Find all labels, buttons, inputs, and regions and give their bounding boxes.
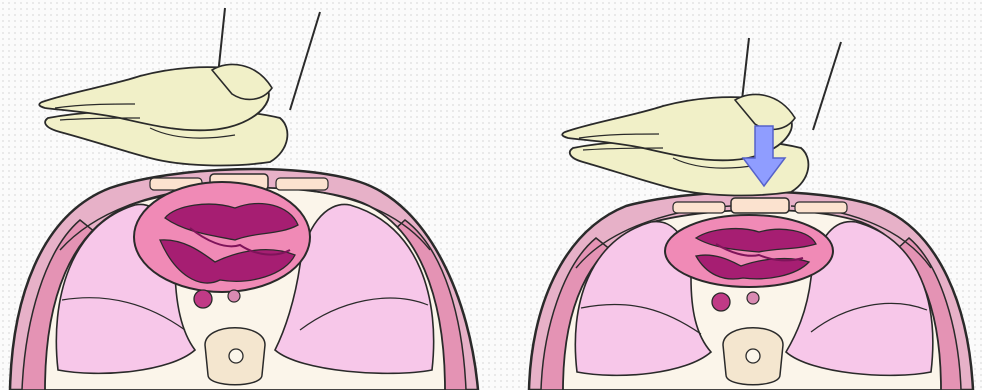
rescuer-hands [39,64,287,165]
costal-cartilage-left [673,202,725,213]
panel-before-compression [0,0,491,390]
costal-cartilage-right [795,202,847,213]
spinal-canal [746,349,760,363]
panel-during-compression [491,0,982,390]
sternum [731,198,789,213]
during-compression-illustration [491,0,982,390]
esophagus [228,290,240,302]
thorax-cross-section [10,169,478,390]
thorax-cross-section [529,192,973,390]
costal-cartilage-right [276,178,328,190]
aorta [712,293,730,311]
esophagus [747,292,759,304]
before-compression-illustration [0,0,491,390]
spinal-canal [229,349,243,363]
aorta [194,290,212,308]
